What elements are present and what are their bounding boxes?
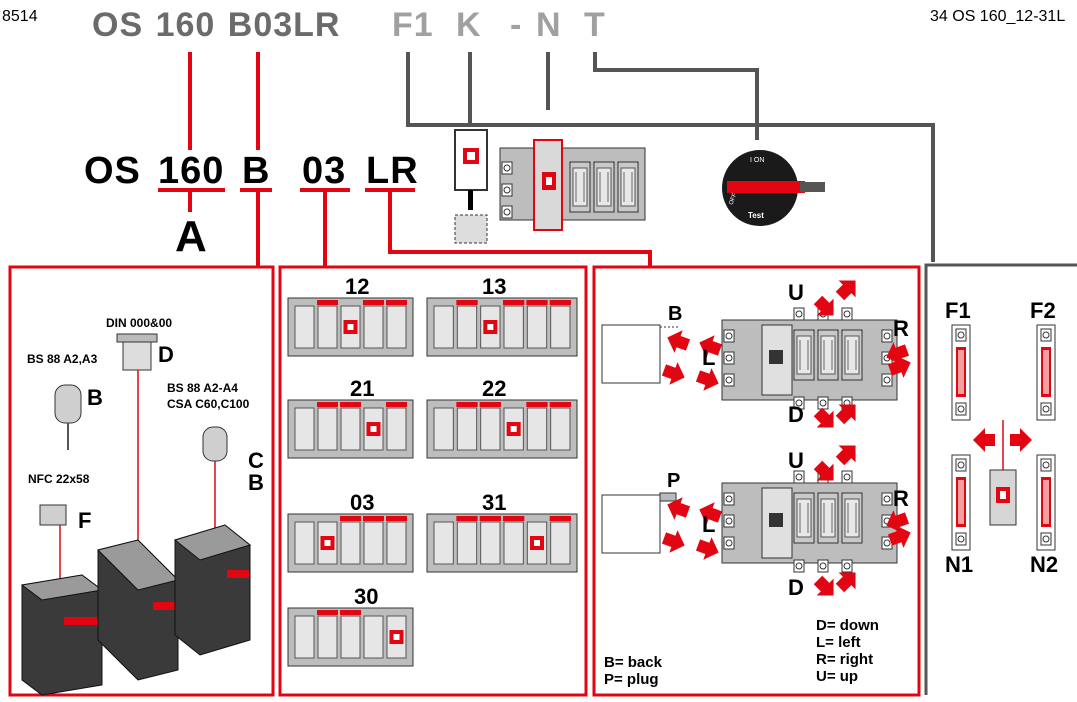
term-top-b: B [668, 303, 683, 325]
connector-lines [158, 52, 935, 266]
neutral-label-f2: F2 [1030, 298, 1056, 323]
panel-a-drawings [20, 333, 252, 696]
legend-back: B= back [604, 654, 662, 671]
term-bottom-p: P [667, 470, 681, 492]
handle-off-text: OFF [729, 192, 739, 206]
code-n: N [536, 6, 562, 44]
label-csa: CSA C60,C100 [167, 397, 250, 411]
main-code-03: 03 [302, 150, 347, 192]
main-code-lr: LR [366, 150, 419, 192]
term-top-r: R [893, 316, 909, 341]
label-bs88-a2a3: BS 88 A2,A3 [27, 352, 98, 366]
code-b03lr: B03LR [227, 6, 341, 44]
ordering-code-header: OS 160 B03LR [92, 6, 340, 45]
letter-b-bottom: B [248, 470, 264, 495]
label-nfc: NFC 22x58 [28, 472, 90, 486]
aux-block-30 [287, 607, 414, 667]
main-code-b: B [242, 150, 271, 192]
panel-terminal-positions [592, 265, 921, 697]
code-t: T [584, 6, 606, 44]
n-switch-icon [499, 139, 646, 231]
code-dash: - [510, 6, 523, 44]
main-code-160: 160 [158, 150, 225, 192]
term-top-d: D [788, 402, 804, 427]
k-fuse-icon [454, 129, 488, 244]
aux-block-13 [426, 297, 578, 357]
panel-aux-contacts [278, 265, 588, 697]
aux-label-22: 22 [482, 376, 507, 401]
code-160: 160 [155, 6, 216, 44]
letter-d: D [158, 342, 174, 367]
term-top-u: U [788, 280, 804, 305]
right-code-label: 34 OS 160_12-31L [930, 8, 1066, 25]
code-f1: F1 [392, 6, 434, 44]
legend-up: U= up [816, 668, 859, 685]
term-bottom-l: L [702, 512, 716, 537]
neutral-label-n2: N2 [1030, 552, 1059, 577]
neutral-drawings [951, 324, 1056, 551]
aux-label-03: 03 [350, 490, 375, 515]
aux-block-12 [287, 297, 414, 357]
aux-block-03 [287, 513, 414, 573]
aux-block-31 [426, 513, 578, 573]
letter-b-top: B [87, 385, 103, 410]
code-os: OS [92, 6, 144, 44]
aux-label-12: 12 [345, 274, 370, 299]
letter-c: C [248, 448, 264, 473]
aux-label-13: 13 [482, 274, 507, 299]
panel-neutral-fuses [924, 263, 1077, 695]
aux-label-31: 31 [482, 490, 507, 515]
aux-label-30: 30 [354, 584, 379, 609]
legend-back-plug: B= back P= plug [604, 654, 662, 688]
aux-block-22 [426, 399, 578, 459]
panel-fuse-types [8, 265, 275, 697]
t-handle-icon: I ON OFF Test [722, 150, 825, 226]
aux-block-21 [287, 399, 414, 459]
label-din: DIN 000&00 [106, 316, 173, 330]
legend-right: R= right [816, 651, 874, 668]
aux-contact-blocks [287, 297, 578, 667]
handle-on-text: I ON [750, 157, 764, 164]
legend-plug: P= plug [604, 671, 659, 688]
main-code-a: A [175, 212, 207, 261]
letter-f: F [78, 508, 92, 533]
main-code-os: OS [84, 150, 141, 192]
label-bs88-a2a4: BS 88 A2-A4 [167, 381, 238, 395]
neutral-label-f1: F1 [945, 298, 971, 323]
code-k: K [456, 6, 482, 44]
legend-directions: D= down L= left R= right U= up [816, 617, 879, 685]
neutral-label-n1: N1 [945, 552, 974, 577]
term-top-l: L [702, 345, 716, 370]
term-bottom-d: D [788, 575, 804, 600]
handle-test-text: Test [748, 211, 764, 220]
terminal-diagrams [601, 271, 915, 605]
left-code-label: 8514 [2, 8, 38, 25]
legend-left: L= left [816, 634, 861, 651]
aux-label-21: 21 [350, 376, 375, 401]
term-bottom-u: U [788, 448, 804, 473]
legend-down: D= down [816, 617, 879, 634]
term-bottom-r: R [893, 486, 909, 511]
